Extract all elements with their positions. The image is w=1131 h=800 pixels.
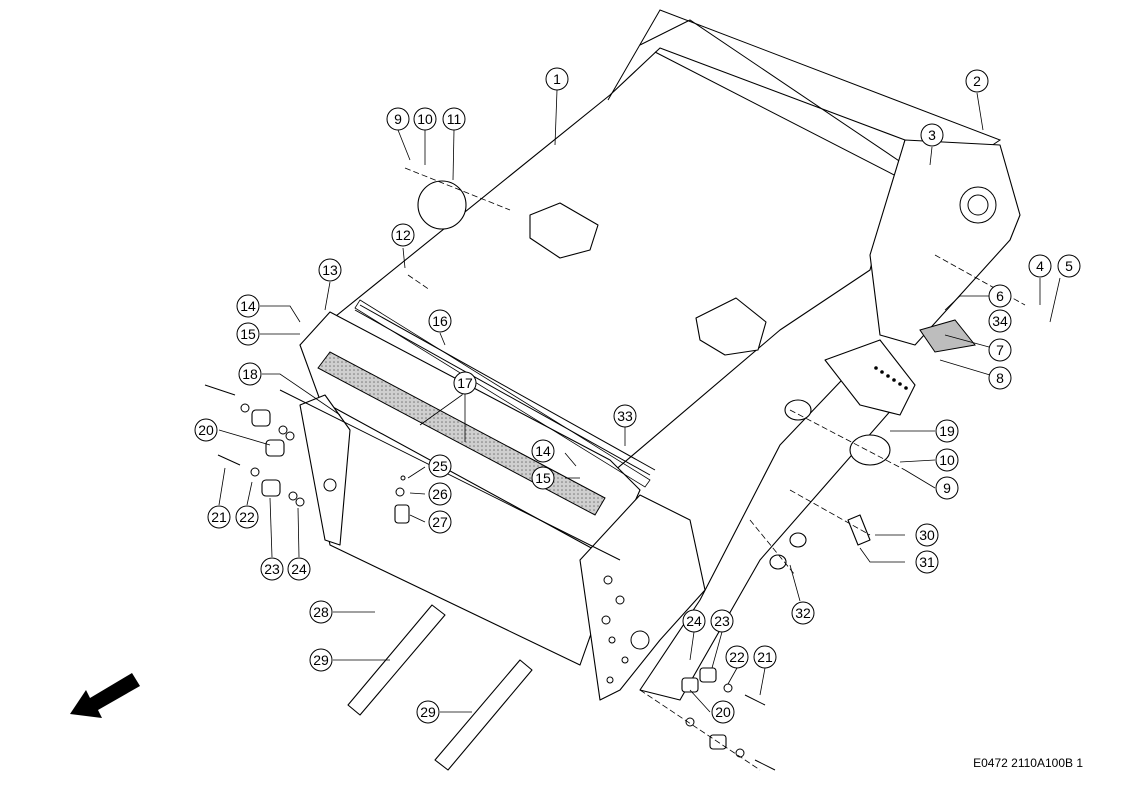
callout-3: 3 <box>920 123 944 147</box>
svg-text:1: 1 <box>553 71 561 87</box>
callout-24-right: 24 <box>682 609 706 633</box>
callout-12: 12 <box>391 223 415 247</box>
svg-text:32: 32 <box>795 605 811 621</box>
svg-text:7: 7 <box>996 342 1004 358</box>
svg-text:15: 15 <box>240 326 256 342</box>
callout-31: 31 <box>915 550 939 574</box>
callout-2: 2 <box>965 69 989 93</box>
svg-text:29: 29 <box>313 652 329 668</box>
drawing-code: E0472 2110A100B 1 <box>973 756 1083 770</box>
callout-14-left: 14 <box>236 294 260 318</box>
callout-7: 7 <box>988 338 1012 362</box>
side-plate-holes <box>323 478 650 684</box>
svg-text:15: 15 <box>535 470 551 486</box>
svg-text:22: 22 <box>239 509 255 525</box>
svg-text:26: 26 <box>432 486 448 502</box>
svg-text:22: 22 <box>729 649 745 665</box>
callout-10-right: 10 <box>935 448 959 472</box>
svg-text:29: 29 <box>420 704 436 720</box>
svg-text:5: 5 <box>1065 258 1073 274</box>
svg-text:21: 21 <box>757 649 773 665</box>
callout-27: 27 <box>428 510 452 534</box>
svg-text:14: 14 <box>240 298 256 314</box>
callout-5: 5 <box>1057 254 1081 278</box>
svg-text:20: 20 <box>198 422 214 438</box>
svg-text:8: 8 <box>996 370 1004 386</box>
callout-22-right: 22 <box>725 645 749 669</box>
callout-30: 30 <box>915 523 939 547</box>
svg-text:33: 33 <box>617 408 633 424</box>
direction-arrow-icon <box>70 673 140 718</box>
svg-text:12: 12 <box>395 227 411 243</box>
callout-19: 19 <box>935 419 959 443</box>
callout-20-right: 20 <box>711 700 735 724</box>
svg-text:2: 2 <box>973 73 981 89</box>
callout-21-right: 21 <box>753 645 777 669</box>
bracket-holes <box>874 366 908 390</box>
main-housing <box>299 9 1021 701</box>
callout-20-left: 20 <box>194 418 218 442</box>
callout-24-left: 24 <box>287 557 311 581</box>
callout-9-right: 9 <box>935 476 959 500</box>
callout-33: 33 <box>613 404 637 428</box>
svg-text:20: 20 <box>715 704 731 720</box>
callout-15-left: 15 <box>236 322 260 346</box>
callout-23-right: 23 <box>710 609 734 633</box>
callout-29-left: 29 <box>309 648 333 672</box>
svg-text:28: 28 <box>313 604 329 620</box>
svg-text:6: 6 <box>996 288 1004 304</box>
svg-text:34: 34 <box>992 313 1008 329</box>
callout-22-left: 22 <box>235 505 259 529</box>
svg-text:11: 11 <box>447 111 462 127</box>
callout-9-top: 9 <box>386 107 410 131</box>
svg-text:23: 23 <box>714 613 730 629</box>
callout-1: 1 <box>545 67 569 91</box>
callout-15-center: 15 <box>531 466 555 490</box>
callout-14-center: 14 <box>531 439 555 463</box>
svg-text:9: 9 <box>943 480 951 496</box>
svg-text:30: 30 <box>919 527 935 543</box>
svg-text:9: 9 <box>394 111 402 127</box>
svg-text:27: 27 <box>432 514 448 530</box>
callout-8: 8 <box>988 366 1012 390</box>
callout-28: 28 <box>309 600 333 624</box>
callout-13: 13 <box>318 258 342 282</box>
callout-26: 26 <box>428 482 452 506</box>
svg-text:16: 16 <box>432 313 448 329</box>
svg-text:19: 19 <box>939 423 955 439</box>
callout-29-bottom: 29 <box>416 700 440 724</box>
callout-23-left: 23 <box>260 557 284 581</box>
svg-text:21: 21 <box>211 509 227 525</box>
callout-10-top: 10 <box>413 107 437 131</box>
svg-text:24: 24 <box>291 561 307 577</box>
callout-25: 25 <box>428 454 452 478</box>
callout-6: 6 <box>988 284 1012 308</box>
callout-32: 32 <box>791 601 815 625</box>
callout-17: 17 <box>453 371 477 395</box>
svg-text:10: 10 <box>939 452 955 468</box>
svg-text:14: 14 <box>535 443 551 459</box>
callout-34: 34 <box>988 309 1012 333</box>
callout-4: 4 <box>1028 254 1052 278</box>
svg-text:4: 4 <box>1036 258 1044 274</box>
svg-text:10: 10 <box>417 111 433 127</box>
svg-text:23: 23 <box>264 561 280 577</box>
svg-text:24: 24 <box>686 613 702 629</box>
callout-11: 11 <box>442 107 466 131</box>
svg-text:3: 3 <box>928 127 936 143</box>
svg-text:25: 25 <box>432 458 448 474</box>
loose-parts <box>204 304 871 771</box>
svg-text:13: 13 <box>322 262 338 278</box>
assembly-lines <box>404 167 1026 771</box>
callout-18: 18 <box>238 362 262 386</box>
callout-21-left: 21 <box>207 505 231 529</box>
svg-text:17: 17 <box>457 375 473 391</box>
svg-text:31: 31 <box>919 554 935 570</box>
svg-text:18: 18 <box>242 366 258 382</box>
callout-16: 16 <box>428 309 452 333</box>
